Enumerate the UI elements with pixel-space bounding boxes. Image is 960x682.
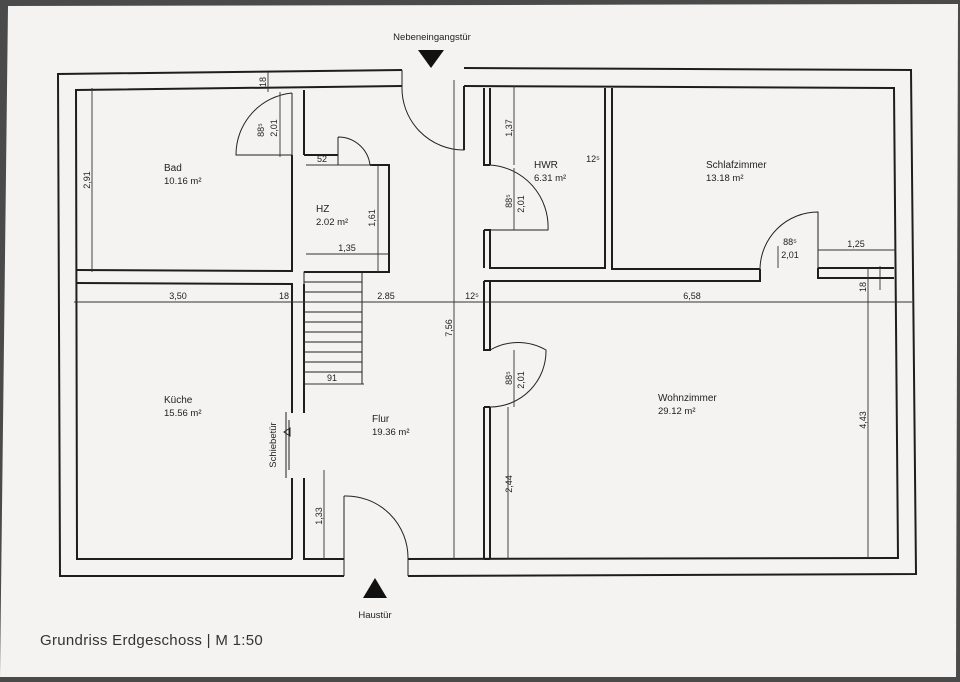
paper <box>0 4 958 677</box>
dim-1-35: 1,35 <box>338 243 356 253</box>
room-schlafzimmer-area: 13.18 m² <box>706 173 744 184</box>
dim-4-43: 4,43 <box>858 411 868 429</box>
room-flur-area: 19.36 m² <box>372 427 410 438</box>
room-hz-area: 2.02 m² <box>316 217 348 228</box>
main-entrance-label: Haustür <box>358 610 391 621</box>
dim-6-58: 6,58 <box>683 291 701 301</box>
room-wohnzimmer-area: 29.12 m² <box>658 406 696 417</box>
room-schlafzimmer-name: Schlafzimmer <box>706 160 767 171</box>
dim-2-44: 2,44 <box>504 475 514 493</box>
dim-1-61: 1,61 <box>367 209 377 227</box>
side-entrance-label: Nebeneingangstür <box>393 32 471 43</box>
room-kueche-name: Küche <box>164 395 193 406</box>
dim-12-5-mid: 12⁵ <box>465 291 479 301</box>
dim-52: 52 <box>317 154 327 164</box>
dim-7-56: 7,56 <box>444 319 454 337</box>
room-kueche-area: 15.56 m² <box>164 408 202 419</box>
dim-18-top: 18 <box>258 77 268 87</box>
dimension-lines <box>74 72 912 560</box>
room-bad-area: 10.16 m² <box>164 176 202 187</box>
dim-schlaf-door-width: 88⁵ <box>783 237 797 247</box>
room-wohnzimmer-name: Wohnzimmer <box>658 393 717 404</box>
room-hwr-name: HWR <box>534 160 558 171</box>
dim-3-50: 3,50 <box>169 291 187 301</box>
dim-1-37: 1,37 <box>504 119 514 137</box>
dim-1-25: 1,25 <box>847 239 865 249</box>
room-hwr-area: 6.31 m² <box>534 173 566 184</box>
side-entrance-arrow-icon <box>418 50 444 68</box>
dim-hwr-door-width: 88⁵ <box>504 194 514 208</box>
dim-12-5-hwr: 12⁵ <box>586 154 600 164</box>
dim-schlaf-door-height: 2,01 <box>781 250 799 260</box>
dim-wohn-door-width: 88⁵ <box>504 371 514 385</box>
dim-wohn-door-height: 2,01 <box>516 371 526 389</box>
room-bad-name: Bad <box>164 163 182 174</box>
dim-18-right: 18 <box>858 282 868 292</box>
main-entrance-arrow-icon <box>363 578 387 598</box>
dim-2-91: 2,91 <box>82 171 92 189</box>
sliding-door-label: Schiebetür <box>268 422 279 467</box>
dim-18-mid: 18 <box>279 291 289 301</box>
room-hz-name: HZ <box>316 204 329 215</box>
dim-hwr-door-height: 2,01 <box>516 195 526 213</box>
dim-bad-door-width: 88⁵ <box>256 123 266 137</box>
dim-bad-door-height: 2,01 <box>269 119 279 137</box>
room-flur-name: Flur <box>372 414 390 425</box>
dim-91: 91 <box>327 373 337 383</box>
dim-2-85: 2.85 <box>377 291 395 301</box>
plan-caption: Grundriss Erdgeschoss | M 1:50 <box>40 632 263 649</box>
dim-1-33: 1,33 <box>314 507 324 525</box>
